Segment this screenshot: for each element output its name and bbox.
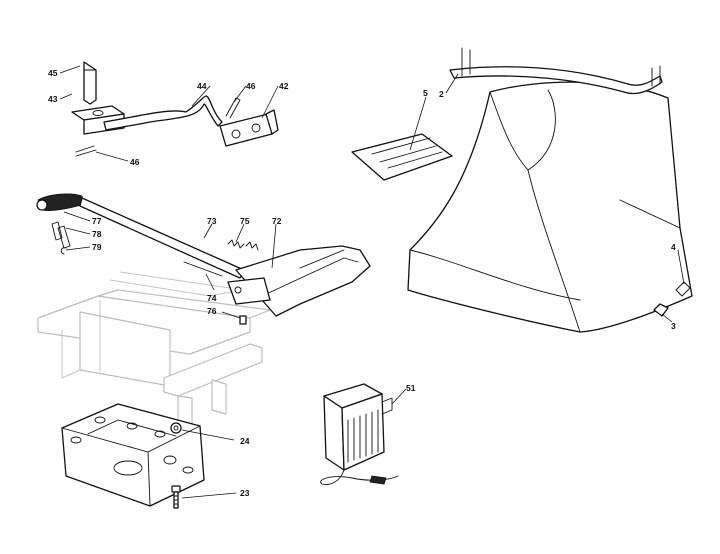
linkage-assembly (71, 61, 279, 157)
charger (320, 383, 399, 485)
callout-43: 43 (48, 94, 58, 104)
callout-44: 44 (197, 81, 207, 91)
callout-46-lower: 46 (130, 157, 140, 167)
nut-24 (170, 422, 182, 434)
callout-72: 72 (272, 216, 282, 226)
callout-23: 23 (240, 488, 250, 498)
callout-78: 78 (92, 229, 102, 239)
callout-42: 42 (279, 81, 289, 91)
callout-75: 75 (240, 216, 250, 226)
callout-76: 76 (207, 306, 217, 316)
callout-77: 77 (92, 216, 102, 226)
callouts: 45 43 44 46 42 46 5 2 77 78 79 73 75 72 … (48, 68, 676, 498)
callout-2: 2 (439, 89, 444, 99)
battery-block (61, 403, 205, 507)
callout-46-upper: 46 (246, 81, 256, 91)
chute-plate (183, 239, 371, 325)
callout-24: 24 (240, 436, 250, 446)
leader-lines (59, 65, 685, 499)
callout-4: 4 (671, 242, 676, 252)
lever-assembly (36, 193, 245, 279)
bolt-23 (171, 485, 181, 509)
callout-73: 73 (207, 216, 217, 226)
callout-5: 5 (423, 88, 428, 98)
callout-3: 3 (671, 321, 676, 331)
grass-bag (351, 47, 693, 333)
callout-51: 51 (406, 383, 416, 393)
callout-79: 79 (92, 242, 102, 252)
callout-45: 45 (48, 68, 58, 78)
callout-74: 74 (207, 293, 217, 303)
